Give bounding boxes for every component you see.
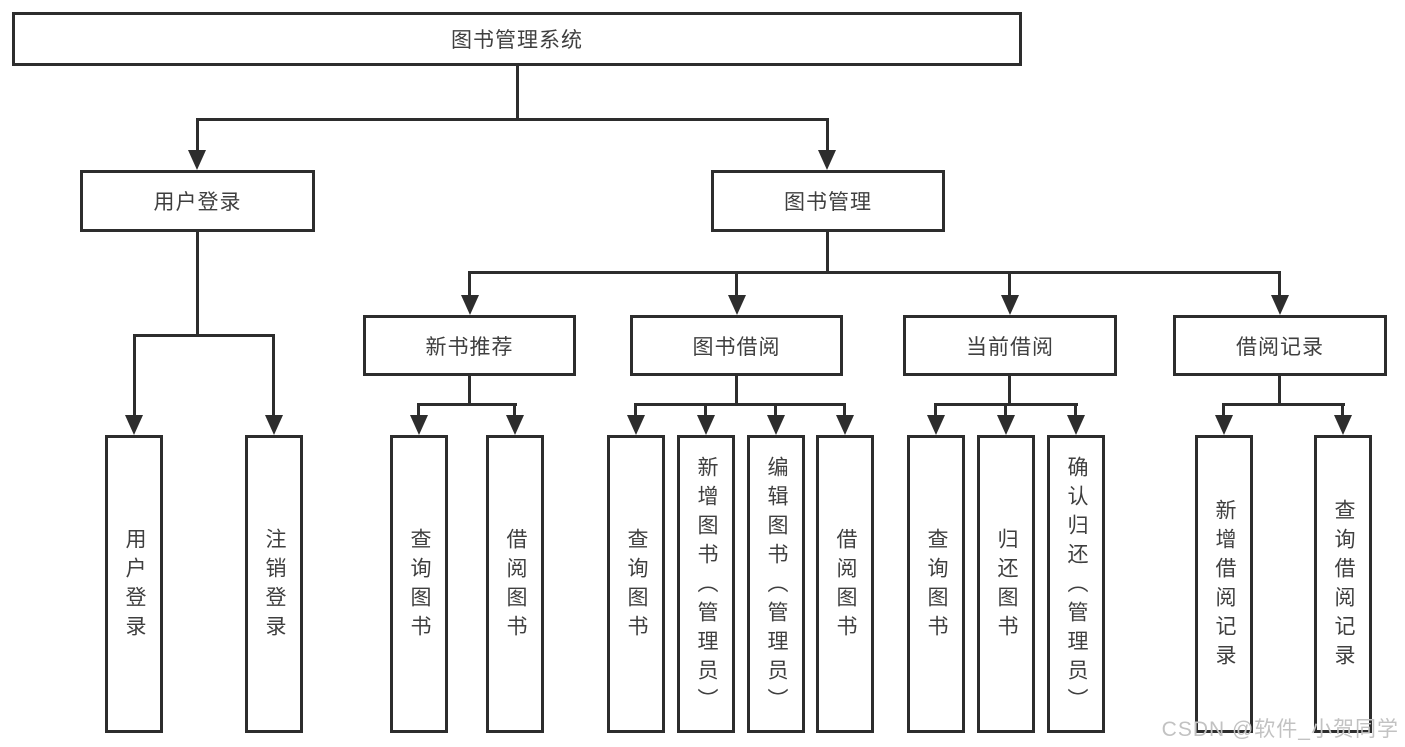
arrowhead-borrowing [728, 295, 746, 315]
connector-borrowing-stem [735, 376, 738, 406]
leaf-query-books-recommend: 查询图书 [390, 435, 448, 733]
leaf-query-books-borrowing: 查询图书 [607, 435, 665, 733]
connector-drop-cur-query [934, 403, 937, 417]
connector-drop-recommend [468, 271, 471, 297]
connector-drop-user-login [196, 118, 199, 152]
connector-current-stem [1008, 376, 1011, 406]
arrowhead-records [1271, 295, 1289, 315]
connector-user-stem [196, 232, 199, 336]
arrowhead-bor-add [697, 415, 715, 435]
arrowhead-cur-query [927, 415, 945, 435]
arrowhead-cur-confirm [1067, 415, 1085, 435]
connector-recommend-rail [418, 403, 517, 406]
connector-recommend-stem [468, 376, 471, 406]
leaf-query-borrow-record: 查询借阅记录 [1314, 435, 1372, 733]
connector-borrowing-rail [635, 403, 846, 406]
leaf-logout: 注销登录 [245, 435, 303, 733]
leaf-return-books: 归还图书 [977, 435, 1035, 733]
connector-drop-cur-confirm [1074, 403, 1077, 417]
leaf-user-login: 用户登录 [105, 435, 163, 733]
connector-mgmt-stem [826, 232, 829, 273]
arrowhead-rec-query [410, 415, 428, 435]
connector-drop-borrowing [735, 271, 738, 297]
arrowhead-cur-return [997, 415, 1015, 435]
arrowhead-leaf-login [125, 415, 143, 435]
leaf-add-books-admin: 新增图书（管理员） [677, 435, 735, 733]
connector-drop-book-mgmt [826, 118, 829, 152]
connector-drop-leaf-logout [272, 334, 275, 417]
connector-drop-bor-edit [774, 403, 777, 417]
leaf-borrow-books-recommend: 借阅图书 [486, 435, 544, 733]
leaf-edit-books-admin: 编辑图书（管理员） [747, 435, 805, 733]
arrowhead-current [1001, 295, 1019, 315]
node-current-borrowing: 当前借阅 [903, 315, 1117, 376]
arrowhead-rec-query-record [1334, 415, 1352, 435]
arrowhead-leaf-logout [265, 415, 283, 435]
connector-user-rail [133, 334, 275, 337]
connector-drop-rec-borrow [513, 403, 516, 417]
leaf-borrow-books: 借阅图书 [816, 435, 874, 733]
node-user-login-branch: 用户登录 [80, 170, 315, 232]
arrowhead-bor-edit [767, 415, 785, 435]
connector-drop-rec-add-record [1222, 403, 1225, 417]
connector-records-stem [1278, 376, 1281, 406]
connector-root-stem [516, 66, 519, 120]
connector-drop-cur-return [1004, 403, 1007, 417]
connector-drop-current [1008, 271, 1011, 297]
node-root-system: 图书管理系统 [12, 12, 1022, 66]
connector-drop-leaf-login [133, 334, 136, 417]
connector-mgmt-rail [468, 271, 1281, 274]
leaf-add-borrow-record: 新增借阅记录 [1195, 435, 1253, 733]
arrowhead-bor-borrow [836, 415, 854, 435]
arrowhead-user-login [188, 150, 206, 170]
node-borrowing-records: 借阅记录 [1173, 315, 1387, 376]
csdn-watermark: CSDN @软件_小贺同学 [1161, 718, 1399, 741]
node-book-borrowing: 图书借阅 [630, 315, 843, 376]
arrowhead-book-mgmt [818, 150, 836, 170]
connector-root-rail [196, 118, 829, 121]
connector-records-rail [1223, 403, 1345, 406]
arrowhead-rec-add-record [1215, 415, 1233, 435]
arrowhead-recommend [461, 295, 479, 315]
arrowhead-bor-query [627, 415, 645, 435]
node-book-management-branch: 图书管理 [711, 170, 945, 232]
arrowhead-rec-borrow [506, 415, 524, 435]
connector-drop-bor-borrow [843, 403, 846, 417]
connector-drop-rec-query-record [1341, 403, 1344, 417]
leaf-confirm-return-admin: 确认归还（管理员） [1047, 435, 1105, 733]
connector-drop-rec-query [417, 403, 420, 417]
connector-drop-records [1278, 271, 1281, 297]
connector-drop-bor-query [634, 403, 637, 417]
node-new-book-recommend: 新书推荐 [363, 315, 576, 376]
connector-drop-bor-add [704, 403, 707, 417]
leaf-query-books-current: 查询图书 [907, 435, 965, 733]
